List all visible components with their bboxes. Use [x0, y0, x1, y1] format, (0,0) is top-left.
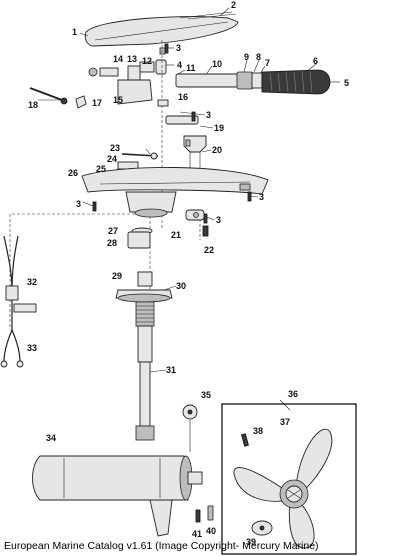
callout-40: 40 — [206, 526, 216, 536]
middle-parts — [157, 99, 207, 176]
callout-4: 4 — [177, 60, 182, 70]
callout-32: 32 — [27, 277, 37, 287]
callout-22: 22 — [204, 245, 214, 255]
callout-9: 9 — [244, 52, 249, 62]
anode-part — [182, 404, 198, 452]
callout-37: 37 — [280, 417, 290, 427]
callout-numbers: 1 2 3 4 5 6 7 8 9 10 11 12 13 14 15 16 3… — [27, 0, 349, 547]
callout-5: 5 — [344, 78, 349, 88]
callout-16: 16 — [178, 92, 188, 102]
callout-14: 14 — [113, 54, 123, 64]
callout-11: 11 — [186, 63, 196, 73]
propeller-detail-box — [221, 403, 357, 555]
callout-10: 10 — [212, 59, 222, 69]
callout-34: 34 — [46, 433, 56, 443]
callout-41: 41 — [192, 529, 202, 539]
callout-1: 1 — [72, 27, 77, 37]
callout-31: 31 — [166, 365, 176, 375]
callout-3b: 3 — [206, 110, 211, 120]
callout-3e: 3 — [216, 215, 221, 225]
callout-2: 2 — [231, 0, 236, 10]
callout-25: 25 — [96, 164, 106, 174]
callout-12: 12 — [142, 56, 152, 66]
callout-38: 38 — [253, 426, 263, 436]
callout-13: 13 — [127, 54, 137, 64]
callout-26: 26 — [68, 168, 78, 178]
callout-29: 29 — [112, 271, 122, 281]
mount-bracket — [81, 167, 269, 218]
callout-17: 17 — [92, 98, 102, 108]
callout-35: 35 — [201, 390, 211, 400]
screws — [92, 43, 252, 224]
callout-18: 18 — [28, 100, 38, 110]
pin-parts — [195, 505, 214, 523]
top-cover — [84, 11, 239, 47]
callout-21: 21 — [171, 230, 181, 240]
callout-30: 30 — [176, 281, 186, 291]
callout-3c: 3 — [76, 199, 81, 209]
callout-3d: 3 — [259, 192, 264, 202]
callout-28: 28 — [107, 238, 117, 248]
callout-20: 20 — [212, 145, 222, 155]
image-caption: European Marine Catalog v1.61 (Image Cop… — [4, 540, 319, 552]
battery-cables — [0, 235, 37, 368]
callout-19: 19 — [214, 123, 224, 133]
callout-15: 15 — [113, 95, 123, 105]
callout-24: 24 — [107, 154, 117, 164]
motor-housing — [32, 455, 203, 537]
callout-8: 8 — [256, 52, 261, 62]
cable-part-18 — [29, 87, 68, 105]
callout-36: 36 — [288, 389, 298, 399]
clamp-parts — [185, 209, 209, 237]
callout-27: 27 — [108, 226, 118, 236]
tiller-handle — [175, 69, 331, 95]
callout-39: 39 — [246, 537, 256, 547]
shaft-assembly — [115, 271, 173, 441]
callout-33: 33 — [27, 343, 37, 353]
callout-7: 7 — [265, 58, 270, 68]
callout-23: 23 — [110, 143, 120, 153]
callout-6: 6 — [313, 56, 318, 66]
callout-3a: 3 — [176, 43, 181, 53]
collar-parts — [127, 227, 153, 249]
